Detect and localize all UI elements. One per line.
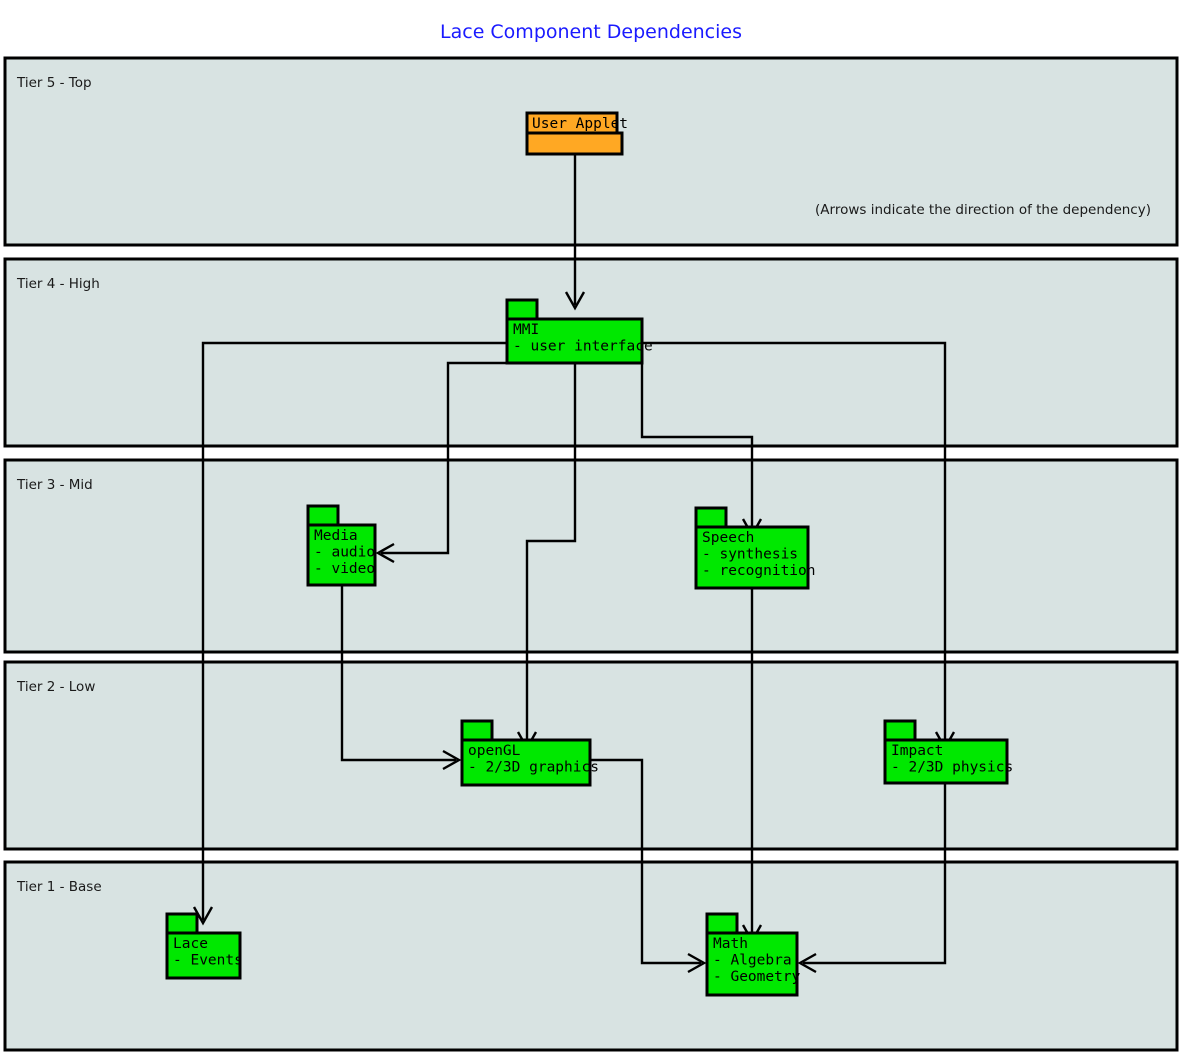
package-body-media xyxy=(306,523,377,587)
tier-label-tier1: Tier 1 - Base xyxy=(16,879,102,895)
package-label-media-line-0: Media xyxy=(314,528,358,544)
package-tab-math xyxy=(705,912,739,935)
package-label-media-line-1: - audio xyxy=(314,545,375,561)
package-lace[interactable]: Lace- Events xyxy=(165,912,243,980)
package-label-impact-line-1: - 2/3D physics xyxy=(891,760,1013,776)
package-tab-lace xyxy=(165,912,199,935)
arrowhead-icon-mmi-to-lace xyxy=(192,906,214,926)
package-label-media-line-2: - video xyxy=(314,561,375,577)
package-label-lace-line-0: Lace xyxy=(173,936,208,952)
package-tab-opengl xyxy=(460,719,494,742)
tier-panel-tier3 xyxy=(3,458,1179,654)
package-label-mmi-line-1: - user interface xyxy=(513,339,653,355)
edge-line-opengl-to-math xyxy=(590,758,701,965)
edge-line-media-to-opengl xyxy=(340,585,456,762)
package-label-speech-line-2: - recognition xyxy=(702,563,816,579)
package-impact[interactable]: Impact- 2/3D physics xyxy=(883,719,1013,785)
edge-line-mmi-to-speech xyxy=(640,363,754,532)
package-tab-mmi xyxy=(505,298,539,321)
package-body-math xyxy=(705,931,799,997)
edge-line-mmi-to-opengl xyxy=(525,363,577,745)
tier-label-tier4: Tier 4 - High xyxy=(16,276,100,292)
tier-label-tier5: Tier 5 - Top xyxy=(16,75,92,91)
package-speech[interactable]: Speech- synthesis- recognition xyxy=(694,506,816,590)
package-tab-speech xyxy=(694,506,728,529)
package-label-speech-line-0: Speech xyxy=(702,530,754,546)
tier-group-tier4: Tier 4 - High xyxy=(3,257,1179,448)
package-body-opengl xyxy=(460,738,592,787)
package-label-opengl-line-0: openGL xyxy=(468,743,521,759)
package-label-impact-line-0: Impact xyxy=(891,743,943,759)
edge-line-mmi-to-impact xyxy=(642,341,947,745)
edge-line-mmi-to-media xyxy=(381,361,507,555)
package-opengl[interactable]: openGL- 2/3D graphics xyxy=(460,719,599,787)
arrowhead-icon-user-applet-to-mmi xyxy=(564,291,586,311)
package-label-user-applet: User Applet xyxy=(532,116,628,132)
arrow-direction-note: (Arrows indicate the direction of the de… xyxy=(815,202,1151,218)
package-user-applet[interactable]: User Applet xyxy=(525,111,628,156)
package-tab-media xyxy=(306,504,340,527)
package-media[interactable]: Media- audio- video xyxy=(306,504,377,587)
tier-panel-tier4 xyxy=(3,257,1179,448)
page-title: Lace Component Dependencies xyxy=(440,21,742,43)
edge-opengl-to-math xyxy=(590,758,707,974)
package-label-opengl-line-1: - 2/3D graphics xyxy=(468,760,599,776)
package-body-user-applet xyxy=(525,131,624,156)
package-mmi[interactable]: MMI- user interface xyxy=(505,298,653,365)
arrowhead-icon-media-to-opengl xyxy=(442,749,462,771)
package-label-speech-line-1: - synthesis xyxy=(702,547,798,563)
edge-mmi-to-media xyxy=(375,361,507,564)
tier-group-tier3: Tier 3 - Mid xyxy=(3,458,1179,654)
package-math[interactable]: Math- Algebra- Geometry xyxy=(705,912,801,997)
package-body-mmi xyxy=(505,317,644,365)
package-body-speech xyxy=(694,525,810,590)
package-label-mmi-line-0: MMI xyxy=(513,322,539,338)
dependency-edges xyxy=(192,154,956,974)
package-body-lace xyxy=(165,931,242,980)
edge-impact-to-math xyxy=(797,783,947,974)
arrowhead-icon-mmi-to-media xyxy=(375,542,395,564)
edge-line-impact-to-math xyxy=(803,783,947,965)
arrowhead-icon-opengl-to-math xyxy=(687,952,707,974)
edge-line-mmi-to-lace xyxy=(201,341,507,920)
tier-label-tier3: Tier 3 - Mid xyxy=(16,477,93,493)
edge-user-applet-to-mmi xyxy=(564,154,586,311)
edge-mmi-to-lace xyxy=(192,341,507,926)
package-label-math-line-2: - Geometry xyxy=(713,969,801,985)
edge-media-to-opengl xyxy=(340,585,462,771)
package-label-math-line-1: - Algebra xyxy=(713,953,792,969)
package-tab-impact xyxy=(883,719,917,742)
arrowhead-icon-impact-to-math xyxy=(797,952,817,974)
tier-label-tier2: Tier 2 - Low xyxy=(16,679,95,695)
package-body-impact xyxy=(883,738,1009,785)
package-label-lace-line-1: - Events xyxy=(173,953,243,969)
package-label-math-line-0: Math xyxy=(713,936,748,952)
